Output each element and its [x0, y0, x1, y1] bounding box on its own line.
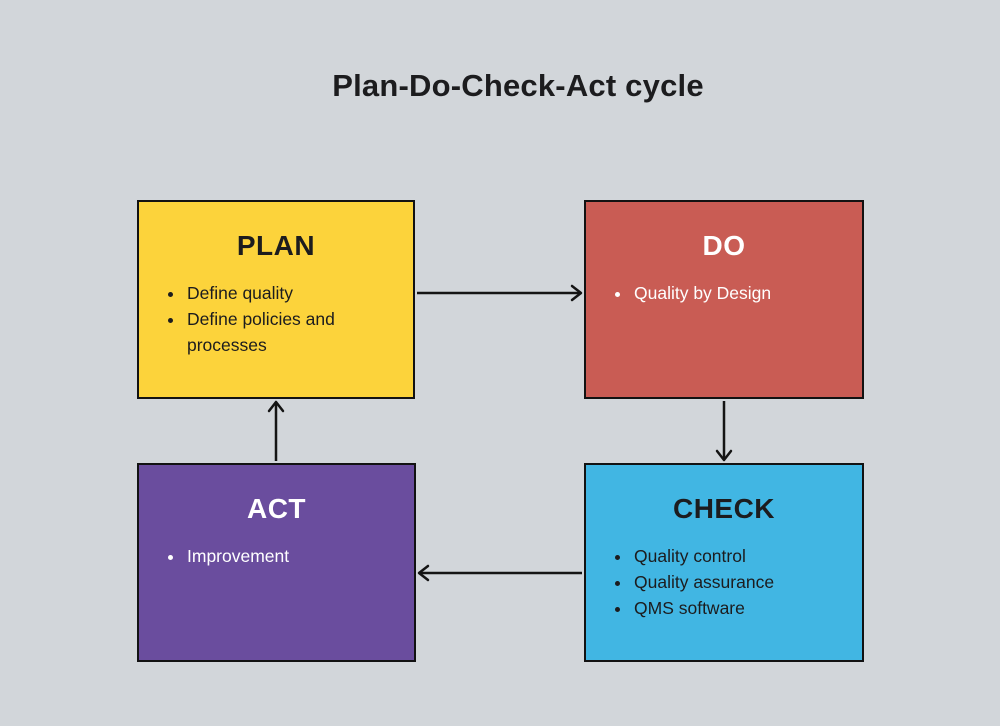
list-item: Define quality [185, 280, 393, 306]
arrow-do-to-check [715, 401, 733, 462]
do-box-list: Quality by Design [632, 280, 842, 306]
check-box-list: Quality control Quality assurance QMS so… [632, 543, 842, 621]
list-item: QMS software [632, 595, 842, 621]
arrowhead-right-icon [570, 284, 583, 302]
arrow-check-to-act [417, 564, 582, 582]
arrow-plan-to-do [417, 284, 583, 302]
plan-box-title: PLAN [236, 230, 316, 261]
plan-box: PLAN Define quality Define policies and … [137, 200, 415, 399]
check-box-title: CHECK [672, 493, 776, 524]
act-box-list: Improvement [185, 543, 394, 569]
plan-box-list: Define quality Define policies and proce… [185, 280, 393, 358]
list-item: Quality control [632, 543, 842, 569]
do-box-title: DO [702, 230, 746, 261]
list-item: Define policies and processes [185, 306, 393, 358]
list-item: Quality assurance [632, 569, 842, 595]
arrowhead-left-icon [417, 564, 430, 582]
list-item: Improvement [185, 543, 394, 569]
diagram-title: Plan-Do-Check-Act cycle [332, 68, 704, 103]
act-box-title: ACT [246, 493, 307, 524]
arrow-act-to-plan [267, 400, 285, 461]
do-box: DO Quality by Design [584, 200, 864, 399]
check-box: CHECK Quality control Quality assurance … [584, 463, 864, 662]
arrowhead-down-icon [715, 449, 733, 462]
act-box: ACT Improvement [137, 463, 416, 662]
arrowhead-up-icon [267, 400, 285, 413]
list-item: Quality by Design [632, 280, 842, 306]
